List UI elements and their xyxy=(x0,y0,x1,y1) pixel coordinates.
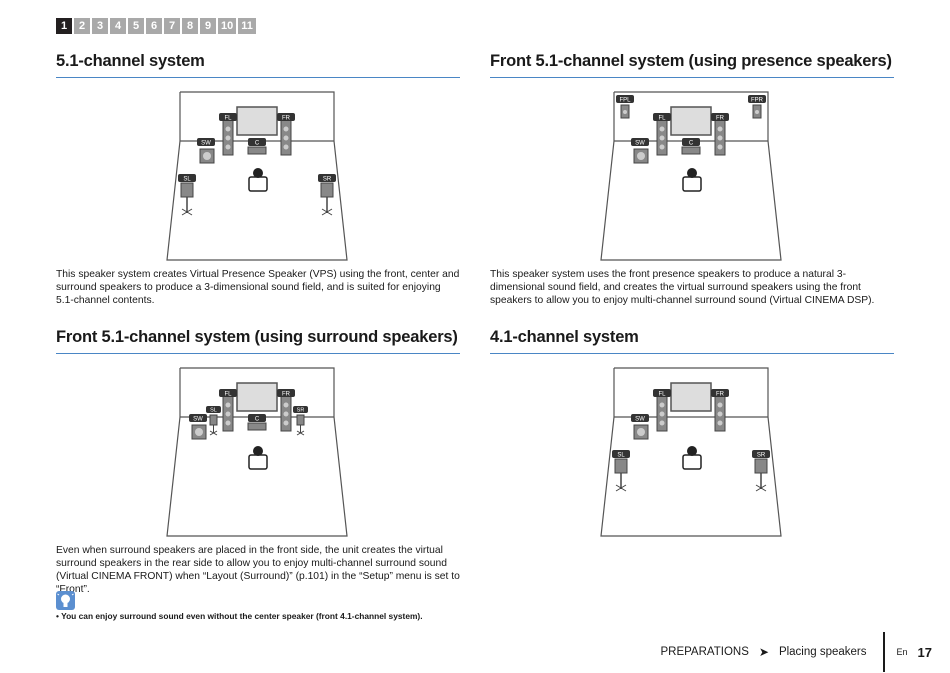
section-5-1-channel: 5.1-channel system xyxy=(56,52,460,78)
step-6-link[interactable]: 6 xyxy=(146,18,162,34)
arrow-right-icon: ➤ xyxy=(758,645,769,659)
section-front-5-1-surround-body: Even when surround speakers are placed i… xyxy=(56,544,460,596)
listener-icon xyxy=(682,168,702,192)
svg-text:FPR: FPR xyxy=(751,98,764,104)
svg-text:FR: FR xyxy=(716,392,725,398)
svg-text:C: C xyxy=(689,141,694,147)
front-presence-right-speaker-icon: FPR xyxy=(748,95,766,119)
listener-icon xyxy=(682,446,702,470)
svg-text:SW: SW xyxy=(201,141,211,147)
front-left-speaker-icon: FL xyxy=(219,113,237,156)
page-number: 17 xyxy=(917,644,932,660)
step-7-link[interactable]: 7 xyxy=(164,18,180,34)
svg-text:SR: SR xyxy=(757,453,766,459)
step-8-link[interactable]: 8 xyxy=(182,18,198,34)
tv-icon xyxy=(236,382,278,412)
svg-text:C: C xyxy=(255,141,260,147)
step-3-link[interactable]: 3 xyxy=(92,18,108,34)
surround-right-speaker-icon: SR xyxy=(752,450,770,492)
speaker-diagram-4-1: FL FR SW SL SR xyxy=(600,367,782,537)
center-speaker-icon: C xyxy=(681,138,701,155)
section-front-5-1-surround: Front 5.1-channel system (using surround… xyxy=(56,328,460,354)
speaker-diagram-front-5-1-presence: FPL FPR FL FR C SW xyxy=(600,91,782,261)
subwoofer-icon: SW xyxy=(197,138,215,164)
svg-text:FR: FR xyxy=(282,116,291,122)
footer-divider xyxy=(882,632,885,672)
step-9-link[interactable]: 9 xyxy=(200,18,216,34)
section-front-5-1-presence-body: This speaker system uses the front prese… xyxy=(490,268,894,307)
svg-text:SR: SR xyxy=(323,177,332,183)
svg-text:FPL: FPL xyxy=(619,98,631,104)
surround-left-speaker-icon: SL xyxy=(612,450,630,492)
front-right-speaker-icon: FR xyxy=(277,389,295,432)
tv-icon xyxy=(236,106,278,136)
front-right-speaker-icon: FR xyxy=(711,389,729,432)
front-right-speaker-icon: FR xyxy=(711,113,729,156)
front-presence-left-speaker-icon: FPL xyxy=(616,95,634,119)
section-title: 4.1-channel system xyxy=(490,328,894,354)
surround-right-speaker-icon: SR xyxy=(318,174,336,216)
svg-text:FL: FL xyxy=(224,116,232,122)
surround-right-speaker-icon: SR xyxy=(293,406,308,436)
chapter-link[interactable]: PREPARATIONS xyxy=(660,646,749,658)
svg-text:SL: SL xyxy=(617,453,625,459)
speaker-diagram-front-5-1-surround: FL FR SL SR C SW xyxy=(166,367,348,537)
front-right-speaker-icon: FR xyxy=(277,113,295,156)
tip-text: • You can enjoy surround sound even with… xyxy=(56,611,423,621)
svg-text:FL: FL xyxy=(658,116,666,122)
section-4-1-channel: 4.1-channel system xyxy=(490,328,894,354)
svg-text:SW: SW xyxy=(635,141,645,147)
speaker-diagram-5-1: FL FR C SW SL SR xyxy=(166,91,348,261)
svg-text:SL: SL xyxy=(210,408,217,414)
step-1-link[interactable]: 1 xyxy=(56,18,72,34)
step-11-link[interactable]: 11 xyxy=(238,18,256,34)
section-5-1-body: This speaker system creates Virtual Pres… xyxy=(56,268,460,307)
svg-text:FR: FR xyxy=(282,392,291,398)
section-title: Front 5.1-channel system (using surround… xyxy=(56,328,460,354)
section-title: Front 5.1-channel system (using presence… xyxy=(490,52,894,78)
front-left-speaker-icon: FL xyxy=(219,389,237,432)
subwoofer-icon: SW xyxy=(631,138,649,164)
step-10-link[interactable]: 10 xyxy=(218,18,237,34)
center-speaker-icon: C xyxy=(247,414,267,431)
svg-text:SW: SW xyxy=(193,417,203,423)
tv-icon xyxy=(670,382,712,412)
svg-text:FL: FL xyxy=(658,392,666,398)
subwoofer-icon: SW xyxy=(189,414,207,440)
svg-text:SW: SW xyxy=(635,417,645,423)
section-front-5-1-presence: Front 5.1-channel system (using presence… xyxy=(490,52,894,78)
tip-icon xyxy=(56,591,75,610)
svg-text:C: C xyxy=(255,417,260,423)
svg-text:SR: SR xyxy=(297,408,305,414)
surround-left-speaker-icon: SL xyxy=(178,174,196,216)
tv-icon xyxy=(670,106,712,136)
language-label: En xyxy=(896,647,908,657)
topic-link[interactable]: Placing speakers xyxy=(778,646,867,658)
svg-text:FL: FL xyxy=(224,392,232,398)
svg-text:FR: FR xyxy=(716,116,725,122)
step-navigation: 1 2 3 4 5 6 7 8 9 10 11 xyxy=(56,18,256,34)
section-title: 5.1-channel system xyxy=(56,52,460,78)
step-2-link[interactable]: 2 xyxy=(74,18,90,34)
listener-icon xyxy=(248,168,268,192)
center-speaker-icon: C xyxy=(247,138,267,155)
section-body: This speaker system creates Virtual Pres… xyxy=(56,269,460,306)
surround-left-speaker-icon: SL xyxy=(206,406,221,436)
section-body: Even when surround speakers are placed i… xyxy=(56,545,460,595)
svg-text:SL: SL xyxy=(183,177,191,183)
front-left-speaker-icon: FL xyxy=(653,113,671,156)
section-body: This speaker system uses the front prese… xyxy=(490,269,875,306)
step-4-link[interactable]: 4 xyxy=(110,18,126,34)
subwoofer-icon: SW xyxy=(631,414,649,440)
page-footer: PREPARATIONS ➤ Placing speakers En 17 xyxy=(660,632,932,672)
step-5-link[interactable]: 5 xyxy=(128,18,144,34)
front-left-speaker-icon: FL xyxy=(653,389,671,432)
listener-icon xyxy=(248,446,268,470)
